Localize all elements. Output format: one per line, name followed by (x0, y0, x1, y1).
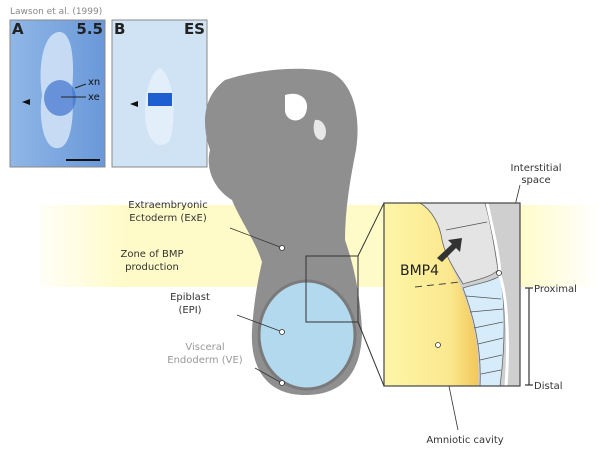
epi-label-1: Epiblast (170, 292, 210, 303)
interstitial-label-2: space (521, 175, 550, 186)
photo-panel-b: B ES (111, 19, 208, 168)
panel-a-letter: A (12, 20, 24, 38)
ve-label-1: Visceral (185, 342, 224, 353)
exe-label-1: Extraembryonic (128, 200, 207, 211)
panel-b-stage: ES (184, 20, 205, 38)
photo-panel-a: A 5.5 xn xe (9, 19, 106, 168)
zone-label-2: production (125, 262, 179, 273)
proximal-label: Proximal (534, 284, 577, 295)
label-xe: xe (88, 92, 100, 103)
exe-label-2: Ectoderm (ExE) (129, 213, 207, 224)
amniotic-cavity-label: Amniotic cavity (426, 435, 503, 446)
panel-b-letter: B (114, 20, 125, 38)
interstitial-label-1: Interstitial (511, 163, 562, 174)
label-xn: xn (88, 77, 100, 88)
panel-a-stage: 5.5 (76, 20, 103, 38)
epi-label-2: (EPI) (178, 305, 201, 316)
inset-detail (383, 202, 521, 387)
ve-label-2: Endoderm (VE) (167, 355, 243, 366)
bmp4-label: BMP4 (400, 263, 439, 279)
proximal-distal-axis (525, 287, 533, 386)
citation: Lawson et al. (1999) (10, 7, 102, 17)
bmp4-arrow-icon (437, 238, 462, 262)
distal-label: Distal (534, 381, 563, 392)
epiblast-shape (257, 279, 357, 391)
zone-label-1: Zone of BMP (121, 249, 184, 260)
